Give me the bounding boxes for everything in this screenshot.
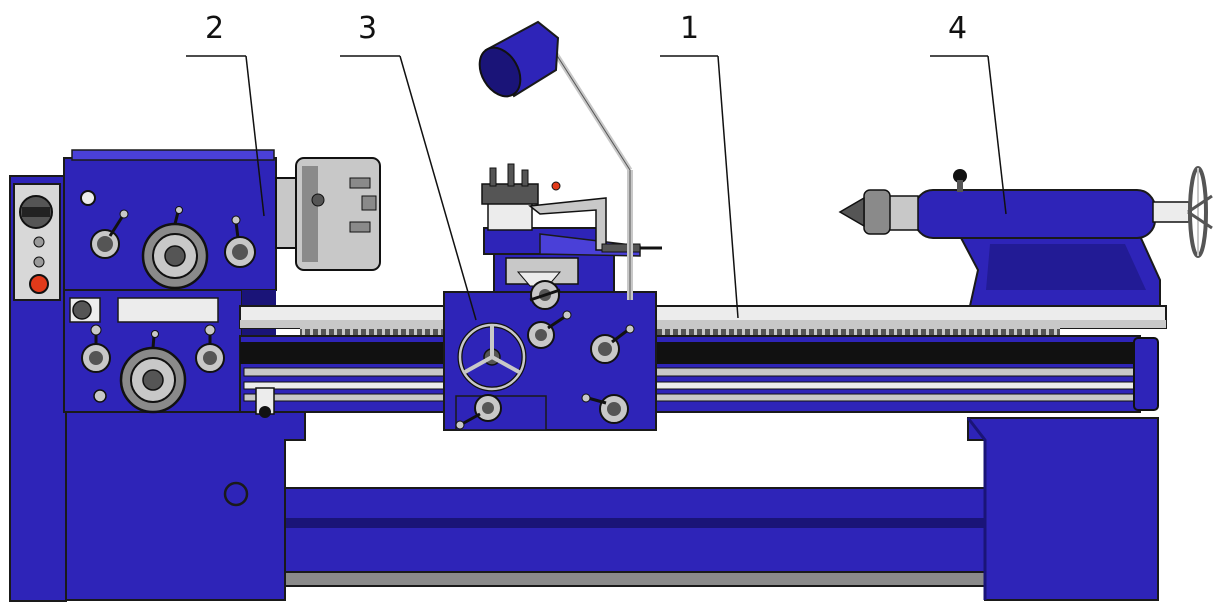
feed-chart-plate: [117, 297, 219, 323]
main-switch-handle: [22, 207, 50, 217]
bed-dark-channel: [240, 342, 1140, 364]
apron-handwheel[interactable]: [457, 322, 527, 392]
apron-knob-lower-right[interactable]: [581, 393, 629, 424]
callout-label-1: 1: [680, 11, 699, 46]
gearbox-handwheel[interactable]: [119, 330, 187, 414]
tool-bar: [601, 243, 641, 253]
tailstock-lock-knob[interactable]: [953, 169, 967, 183]
headstock-knob-left[interactable]: [90, 209, 129, 259]
bed-ways-shade: [240, 320, 1166, 328]
callout-label-4: 4: [948, 11, 967, 46]
pedestal-port: [223, 481, 249, 507]
tailstock-handwheel[interactable]: [1187, 166, 1213, 258]
indicator-lamp-2: [33, 256, 45, 268]
left-pedestal: [61, 409, 306, 601]
lamp-opening: [478, 46, 522, 98]
bed-end-bracket: [1133, 337, 1159, 411]
tailstock-screw: [1152, 201, 1190, 223]
tailstock-chuck: [863, 189, 891, 235]
oil-sight-glass: [80, 190, 96, 206]
chuck-jaw-3: [361, 195, 377, 211]
chuck-face: [302, 166, 318, 262]
headstock-top: [71, 149, 275, 161]
headstock-handwheel[interactable]: [141, 206, 209, 290]
tailstock-lock-stem: [957, 180, 963, 192]
chuck-jaw-1: [349, 177, 371, 189]
tool-bracket-pin: [551, 181, 561, 191]
lamp-arm-outline: [555, 53, 631, 171]
gearbox-plug: [93, 389, 107, 403]
lead-screw: [243, 367, 1139, 377]
right-pedestal-lip: [966, 417, 987, 600]
apron-knob-lower-left[interactable]: [455, 394, 502, 430]
tailstock-quill: [885, 195, 919, 231]
cross-slide-handle[interactable]: [529, 280, 561, 310]
tool-bracket: [528, 197, 607, 251]
right-pedestal: [967, 417, 1159, 601]
spindle-nose: [275, 177, 299, 249]
apron-knob-center[interactable]: [527, 310, 572, 349]
callout-4: 4: [930, 11, 1007, 215]
stop-button[interactable]: [29, 274, 49, 294]
callout-1: 1: [660, 11, 739, 319]
feed-rod: [243, 381, 1139, 390]
bed-rack: [300, 328, 1060, 336]
speed-dial[interactable]: [72, 300, 92, 320]
tool-post-bolt-3: [521, 169, 529, 187]
lower-bed-beam: [284, 487, 996, 577]
callout-2: 2: [186, 11, 265, 217]
rod-support-knob: [259, 406, 271, 418]
callout-3: 3: [340, 11, 477, 321]
gearbox-knob-left[interactable]: [81, 324, 111, 373]
tool-post: [481, 183, 539, 205]
tool-post-bolt-2: [507, 163, 515, 187]
apron-knob-right[interactable]: [590, 324, 635, 364]
gearbox-knob-right[interactable]: [195, 324, 225, 373]
headstock-knob-right[interactable]: [224, 215, 256, 268]
tool-post-bolt-1: [489, 167, 497, 187]
chuck-key-hole: [311, 193, 325, 207]
tailstock-base-shadow: [986, 244, 1146, 290]
callout-label-2: 2: [205, 11, 224, 46]
callout-label-3: 3: [358, 11, 377, 46]
chip-tray: [284, 571, 996, 587]
live-center: [838, 196, 865, 228]
chuck-jaw-2: [349, 221, 371, 233]
control-rod: [243, 393, 1139, 402]
tailstock-body: [914, 189, 1156, 239]
bed-beam-band: [285, 518, 995, 528]
indicator-lamp-1: [33, 236, 45, 248]
